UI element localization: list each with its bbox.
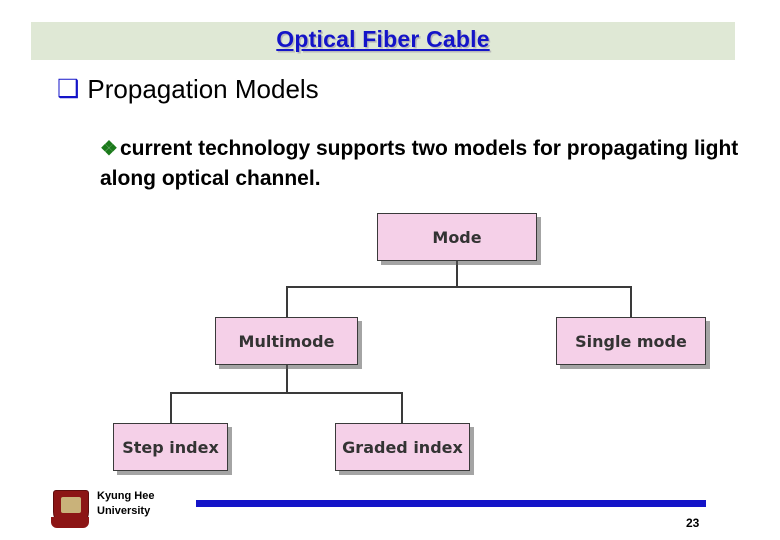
footer-university-name: Kyung Hee University — [97, 489, 154, 519]
diagram-node-mode: Mode — [377, 213, 537, 261]
crest-inner-shape — [61, 497, 81, 513]
connector-mode-down — [456, 261, 458, 287]
bullet-level2: ❖current technology supports two models … — [100, 134, 740, 195]
title-band — [31, 22, 735, 60]
connector-top-horizontal — [286, 286, 631, 288]
diagram-node-graded-index: Graded index — [335, 423, 470, 471]
diagram-node-step-index: Step index — [113, 423, 228, 471]
footer-university-line2: University — [97, 504, 151, 517]
diagram-node-multimode: Multimode — [215, 317, 358, 365]
connector-to-step-index — [170, 392, 172, 423]
crest-base-shape — [51, 517, 89, 528]
diagram-node-single-mode: Single mode — [556, 317, 706, 365]
university-logo-icon — [51, 489, 89, 529]
diamond-bullet-icon: ❖ — [100, 138, 118, 160]
bullet-level2-label: current technology supports two models f… — [100, 137, 739, 191]
page-title: Optical Fiber Cable — [276, 26, 490, 52]
bullet-level1: ❑Propagation Models — [57, 74, 319, 105]
connector-bottom-horizontal — [170, 392, 403, 394]
footer-rule — [196, 500, 706, 507]
propagation-models-diagram: Mode Multimode Single mode Step index Gr… — [0, 200, 780, 490]
connector-to-multimode — [286, 286, 288, 317]
connector-to-single-mode — [630, 286, 632, 317]
square-bullet-icon: ❑ — [57, 75, 80, 103]
page-number: 23 — [686, 516, 700, 530]
connector-to-graded-index — [401, 392, 403, 423]
footer-university-line1: Kyung Hee — [97, 490, 155, 502]
bullet-level1-label: Propagation Models — [87, 74, 319, 104]
connector-multimode-down — [286, 365, 288, 393]
